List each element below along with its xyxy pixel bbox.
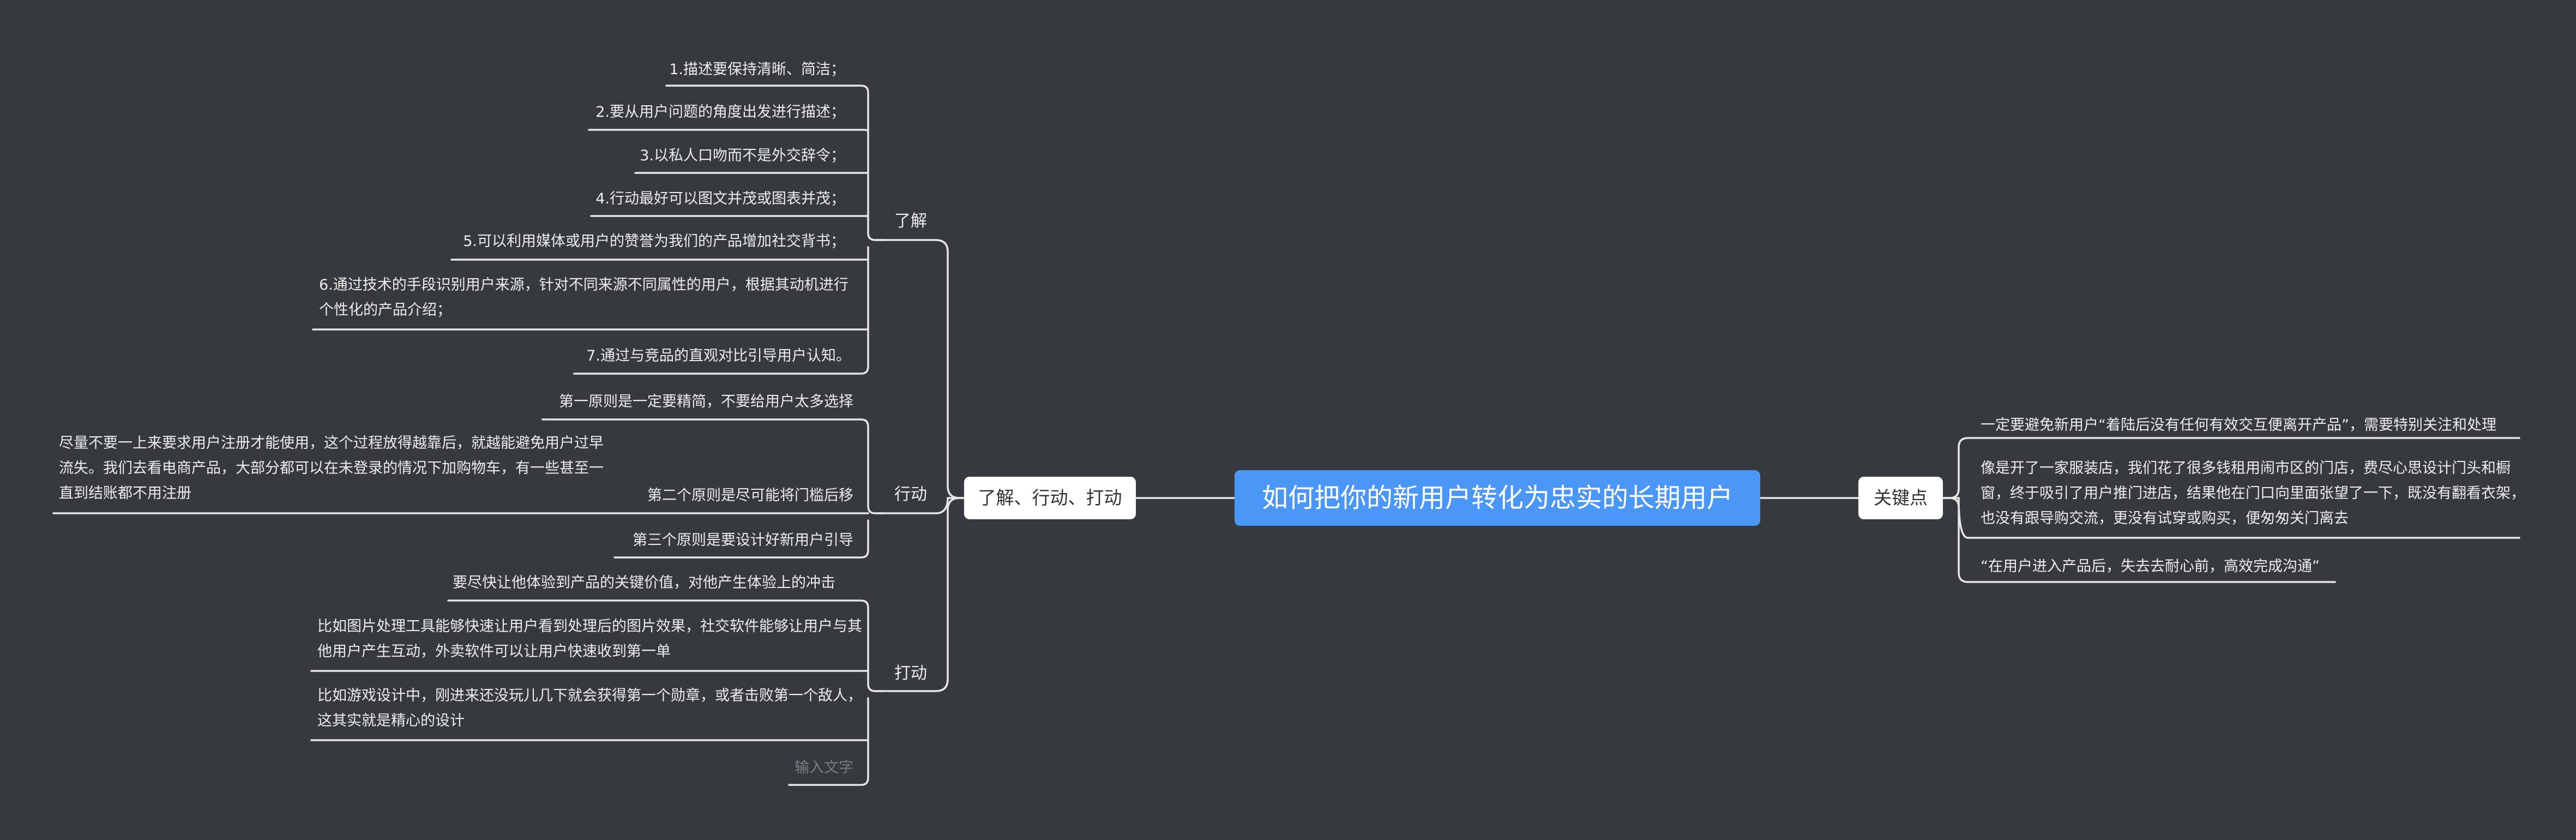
- leaf-xingdong-1[interactable]: 第一原则是一定要精简，不要给用户太多选择: [559, 393, 853, 410]
- group-liaojie[interactable]: 了解: [894, 212, 927, 231]
- leaf-xingdong-detail[interactable]: 尽量不要一上来要求用户注册才能使用，这个过程放得越靠后，就越能避免用户过早流失。…: [59, 435, 604, 502]
- leaf-liaojie-1[interactable]: 1.描述要保持清晰、简洁；: [669, 61, 845, 78]
- leaf-key-2[interactable]: 像是开了一家服装店，我们花了很多钱租用闹市区的门店，费尽心思设计门头和橱窗，终于…: [1981, 460, 2525, 527]
- main-topic-right[interactable]: 关键点: [1858, 477, 1943, 519]
- bracket-xingdong: [52, 418, 884, 559]
- central-topic[interactable]: 如何把你的新用户转化为忠实的长期用户: [1235, 470, 1760, 526]
- leaf-liaojie-6[interactable]: 6.通过技术的手段识别用户来源，针对不同来源不同属性的用户，根据其动机进行个性化…: [319, 277, 848, 319]
- bracket-dadong: [310, 599, 884, 786]
- bracket-liaojie: [312, 85, 884, 375]
- leaf-key-1[interactable]: 一定要避免新用户“着陆后没有任何有效交互便离开产品”，需要特别关注和处理: [1981, 417, 2496, 434]
- leaf-dadong-1[interactable]: 要尽快让他体验到产品的关键价值，对他产生体验上的冲击: [453, 574, 835, 591]
- link-left-xingdong: [874, 497, 965, 514]
- link-right-item3: [1942, 497, 2336, 583]
- link-left-dadong: [874, 497, 965, 692]
- group-xingdong[interactable]: 行动: [894, 485, 927, 504]
- leaf-key-3[interactable]: “在用户进入产品后，失去去耐心前，高效完成沟通”: [1981, 558, 2320, 575]
- leaf-xingdong-3[interactable]: 第三个原则是要设计好新用户引导: [633, 532, 853, 549]
- leaf-liaojie-5[interactable]: 5.可以利用媒体或用户的赞誉为我们的产品增加社交背书；: [463, 233, 845, 250]
- leaf-liaojie-4[interactable]: 4.行动最好可以图文并茂或图表并茂；: [595, 190, 845, 207]
- leaf-liaojie-3[interactable]: 3.以私人口吻而不是外交辞令；: [640, 147, 845, 164]
- leaf-dadong-placeholder[interactable]: 输入文字: [795, 759, 853, 776]
- leaf-liaojie-7[interactable]: 7.通过与竞品的直观对比引导用户认知。: [586, 347, 851, 364]
- link-right-item2: [1942, 497, 2520, 539]
- group-dadong[interactable]: 打动: [894, 664, 927, 683]
- main-topic-left[interactable]: 了解、行动、打动: [964, 477, 1136, 519]
- leaf-dadong-3[interactable]: 比如游戏设计中，刚进来还没玩儿几下就会获得第一个勋章，或者击败第一个敌人，这其实…: [317, 687, 862, 729]
- leaf-xingdong-2[interactable]: 第二个原则是尽可能将门槛后移: [647, 487, 853, 504]
- leaf-dadong-2[interactable]: 比如图片处理工具能够快速让用户看到处理后的图片效果，社交软件能够让用户与其他用户…: [317, 618, 862, 660]
- leaf-liaojie-2[interactable]: 2.要从用户问题的角度出发进行描述；: [595, 104, 845, 121]
- link-left-liaojie: [874, 239, 965, 499]
